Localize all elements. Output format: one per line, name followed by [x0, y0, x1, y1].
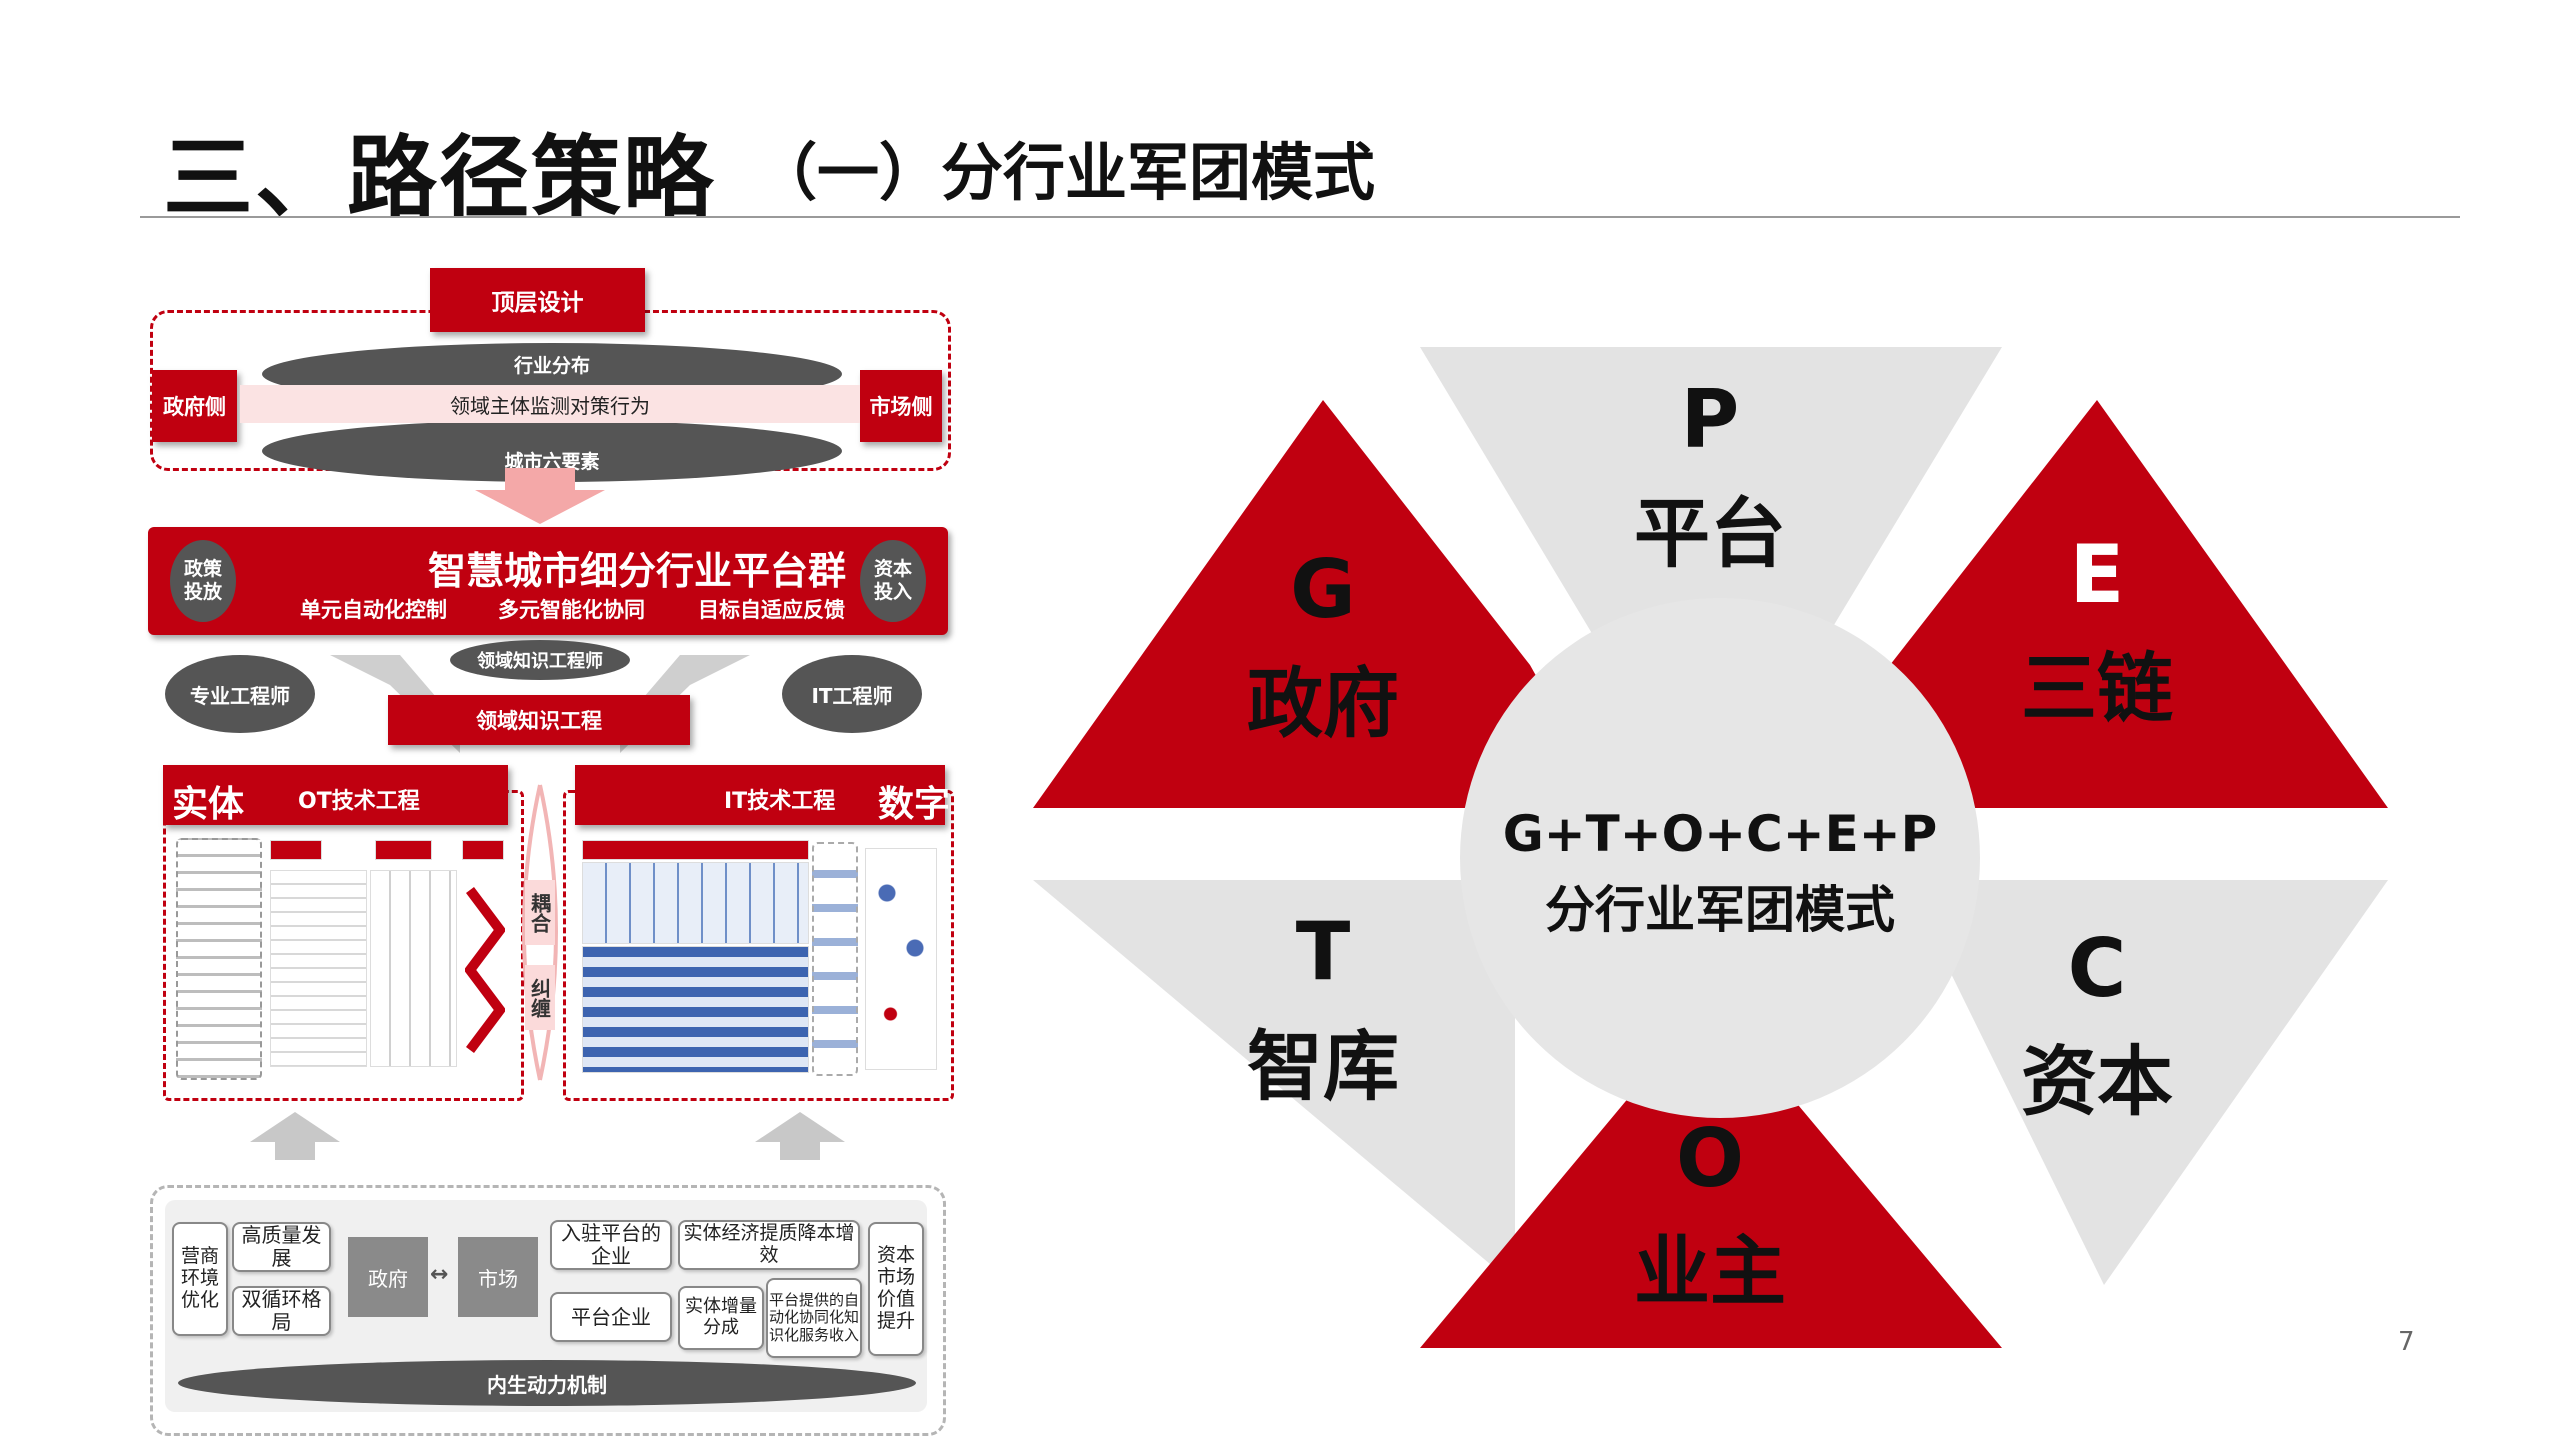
coupling-bottom-label: 纠缠	[525, 965, 555, 1030]
platform-companies-box: 平台企业	[550, 1292, 672, 1342]
ot-helix-icon	[465, 887, 505, 1053]
segment-c-word: 资本	[2021, 1037, 2173, 1126]
page-number: 7	[2398, 1327, 2415, 1357]
title-divider	[140, 216, 2460, 218]
city-elements-label: 城市六要素	[504, 451, 600, 473]
it-mini-grid-2	[582, 946, 809, 1073]
page-subtitle: （一）分行业军团模式	[755, 136, 1376, 209]
segment-o-word: 业主	[1634, 1227, 1786, 1316]
ot-column-stack	[176, 838, 262, 1080]
segment-e-word: 三链	[2021, 644, 2173, 733]
platform-title: 智慧城市细分行业平台群	[428, 549, 847, 593]
real-economy-box: 实体经济提质降本增效	[678, 1220, 860, 1270]
coupling-top-label: 耦合	[525, 880, 555, 945]
market-side-box: 市场侧	[860, 370, 942, 442]
platform-item-1: 单元自动化控制	[300, 598, 447, 622]
up-arrow-left-icon	[250, 1112, 340, 1160]
segment-p-letter: P	[1680, 373, 1740, 466]
it-mini-header	[582, 840, 809, 860]
platform-bar	[148, 527, 948, 635]
segment-o-letter: O	[1675, 1112, 1744, 1205]
dual-cycle-box: 双循环格局	[232, 1286, 331, 1336]
capital-invest-circle: 资本 投入	[860, 540, 926, 622]
ot-mini-red-3	[462, 840, 504, 860]
entity-label: 实体	[172, 784, 245, 825]
segment-t-letter: T	[1295, 905, 1351, 998]
segment-t-triangle	[1033, 880, 1515, 1285]
segment-g-triangle	[1033, 400, 1610, 808]
high-quality-box: 高质量发展	[232, 1222, 331, 1272]
capital-value-box: 资本 市场 价值 提升	[868, 1222, 924, 1356]
digital-label: 数字	[878, 784, 951, 825]
entity-header	[163, 765, 508, 825]
ot-tech-label: OT技术工程	[298, 789, 420, 814]
top-design-box: 顶层设计	[430, 268, 645, 332]
left-diagram: 顶层设计 政府侧 市场侧 行业分布 城市六要素 领域主体监测对策行为 智慧城市细…	[0, 0, 1000, 1440]
digital-header	[575, 765, 945, 825]
segment-e-letter: E	[2069, 528, 2125, 621]
market-box: 市场	[458, 1237, 538, 1317]
page-title: 三、路径策略	[163, 126, 715, 231]
center-formula: G+T+O+C+E+P	[1502, 805, 1938, 863]
internal-mechanism-ellipse: 内生动力机制	[178, 1360, 916, 1406]
domain-knowledge-engineer-ellipse: 领域知识工程师	[450, 640, 630, 680]
platform-item-3: 目标自适应反馈	[698, 598, 845, 622]
mechanism-frame	[150, 1185, 946, 1436]
ot-mini-red-1	[270, 840, 322, 860]
ot-mini-grid-1	[270, 870, 367, 1067]
segment-g-letter: G	[1290, 543, 1356, 636]
segment-p-triangle	[1420, 347, 2002, 830]
policy-invest-circle: 政策 投放	[170, 540, 236, 622]
segment-c-triangle	[1905, 880, 2388, 1285]
down-arrow-icon	[475, 468, 605, 524]
segment-c-letter: C	[2067, 922, 2127, 1015]
professional-engineer-ellipse: 专业工程师	[165, 655, 315, 733]
platform-income-box: 平台提供的自 动化协同化知 识化服务收入	[766, 1278, 862, 1358]
segment-o-triangle	[1420, 1000, 2002, 1348]
gov-side-box: 政府侧	[152, 370, 237, 442]
center-circle	[1460, 598, 1980, 1118]
government-box: 政府	[348, 1237, 428, 1317]
segment-t-word: 智库	[1247, 1022, 1399, 1111]
it-mini-grid-1	[582, 862, 809, 944]
it-tech-label: IT技术工程	[724, 789, 836, 814]
industry-distribution-label: 行业分布	[513, 355, 590, 377]
ot-mini-red-2	[375, 840, 432, 860]
segment-p-word: 平台	[1634, 489, 1786, 578]
it-mini-side	[812, 842, 858, 1076]
segment-g-word: 政府	[1247, 659, 1399, 748]
subject-behavior-band: 领域主体监测对策行为	[240, 385, 860, 423]
exchange-arrow-icon: ↔	[430, 1262, 449, 1287]
domain-knowledge-engineering-box: 领域知识工程	[388, 695, 690, 745]
it-mini-network	[865, 848, 937, 1070]
platform-item-2: 多元智能化协同	[498, 598, 645, 622]
settled-companies-box: 入驻平台的企业	[550, 1220, 672, 1270]
ot-mini-grid-2	[370, 870, 457, 1067]
up-arrow-right-icon	[755, 1112, 845, 1160]
real-increment-box: 实体增量 分成	[678, 1286, 764, 1350]
business-env-box: 营商 环境 优化	[172, 1222, 228, 1336]
coupling-arrows-icon	[522, 784, 558, 1081]
segment-e-triangle	[1812, 400, 2388, 808]
center-title: 分行业军团模式	[1545, 881, 1895, 939]
it-engineer-ellipse: IT工程师	[782, 655, 922, 733]
